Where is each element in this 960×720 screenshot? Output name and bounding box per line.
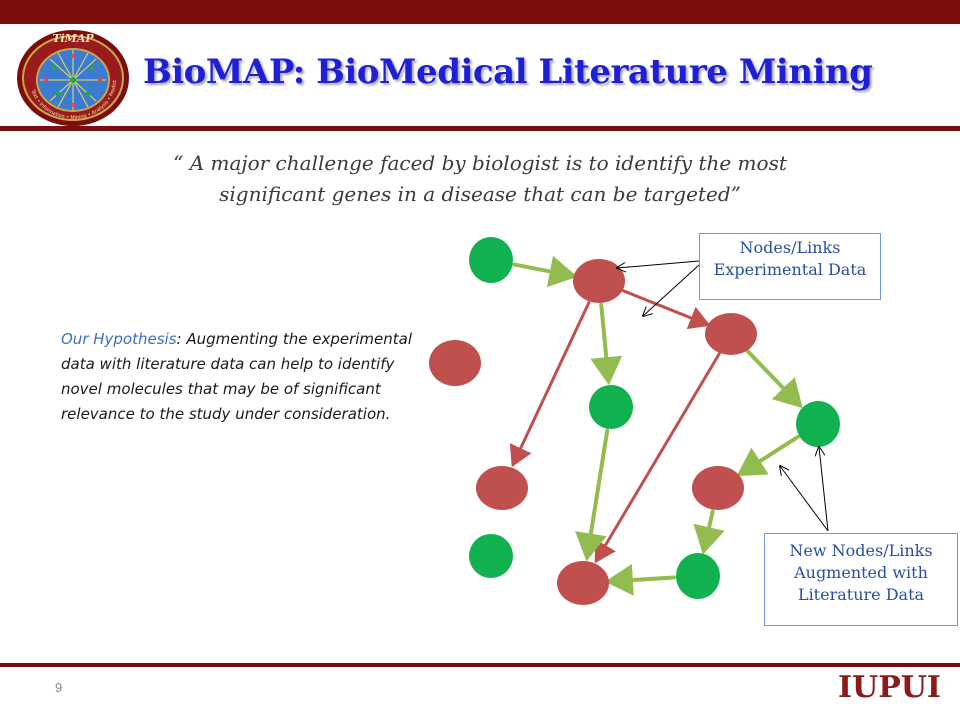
node-r1 [573,259,625,303]
top-bar [0,0,960,24]
node-g1 [469,237,513,283]
hypothesis-paragraph: Our Hypothesis: Augmenting the experimen… [61,327,421,427]
node-g5 [676,553,720,599]
node-r3 [705,313,757,355]
title-divider [0,126,960,131]
edge-r1-r3 [619,288,711,330]
edge-g2-r6 [575,428,610,562]
edge-r3-r6 [594,352,721,564]
edge-r1-g2 [590,302,623,386]
callout-pointer-2 [643,264,700,316]
node-r6 [557,561,609,605]
edge-g5-r6 [604,563,677,596]
callout-pointers [617,260,829,532]
node-g2 [589,385,633,429]
node-r2 [429,340,481,386]
node-g4 [469,534,513,578]
quote-text: “ A major challenge faced by biologist i… [90,148,870,210]
edge-r5-g5 [693,509,725,555]
edge-r3-g3 [744,348,803,409]
callout-pointer-1 [617,260,700,268]
callout-literature-line-2: Augmented with [794,563,928,582]
page-number: 9 [55,680,63,695]
callout-literature-line-1: New Nodes/Links [789,541,933,560]
node-r5 [692,466,744,510]
callout-experimental-line-1: Nodes/Links [739,238,841,257]
hypothesis-label: Our Hypothesis [61,330,177,348]
quote-line-1: “ A major challenge faced by biologist i… [173,151,787,175]
edge-r1-r4 [509,301,591,468]
slide-title: BioMAP: BioMedical Literature Mining [143,52,873,92]
callout-literature-data: New Nodes/Links Augmented with Literatur… [764,533,958,626]
callout-experimental-data: Nodes/Links Experimental Data [699,233,881,300]
footer-divider [0,663,960,667]
callout-literature-line-3: Literature Data [797,585,925,604]
callout-pointer-3 [780,466,829,532]
svg-text:TiMAP: TiMAP [52,32,94,45]
quote-line-2: significant genes in a disease that can … [219,182,741,206]
node-g3 [796,401,840,447]
edge-g1-r1 [512,255,578,288]
node-r4 [476,466,528,510]
callout-experimental-line-2: Experimental Data [713,260,867,279]
edge-g3-r5 [736,434,800,477]
iupui-logo: IUPUI [838,670,941,705]
hypothesis-text: : Augmenting the experimental data with … [61,330,412,423]
timap-logo-icon: TiMAP Text • Information • Mining • Anal… [14,28,132,128]
callout-pointer-4 [819,447,829,532]
